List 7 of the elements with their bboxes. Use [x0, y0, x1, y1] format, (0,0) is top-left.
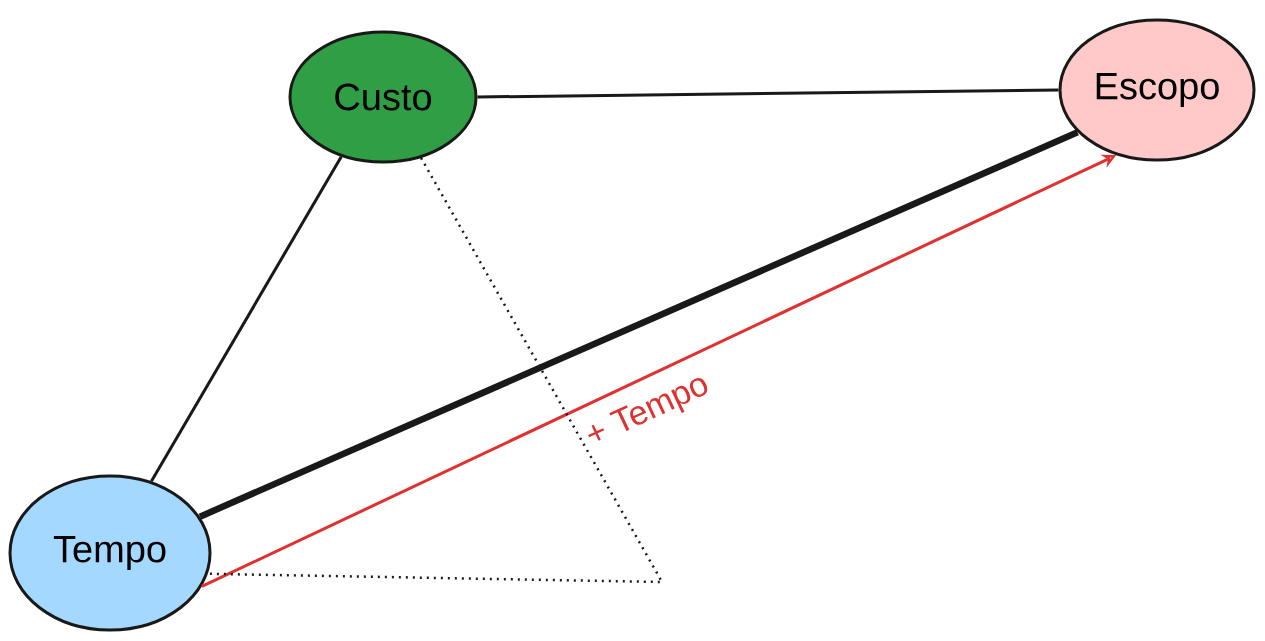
connector-line — [150, 155, 343, 483]
connector-line — [477, 88, 1059, 99]
connector-line — [198, 129, 1079, 520]
ellipse-node: Custo — [288, 30, 478, 164]
ellipse-node: Escopo — [1058, 18, 1256, 162]
edge-label: + Tempo — [579, 367, 717, 457]
ellipse-node: Tempo — [8, 474, 212, 632]
